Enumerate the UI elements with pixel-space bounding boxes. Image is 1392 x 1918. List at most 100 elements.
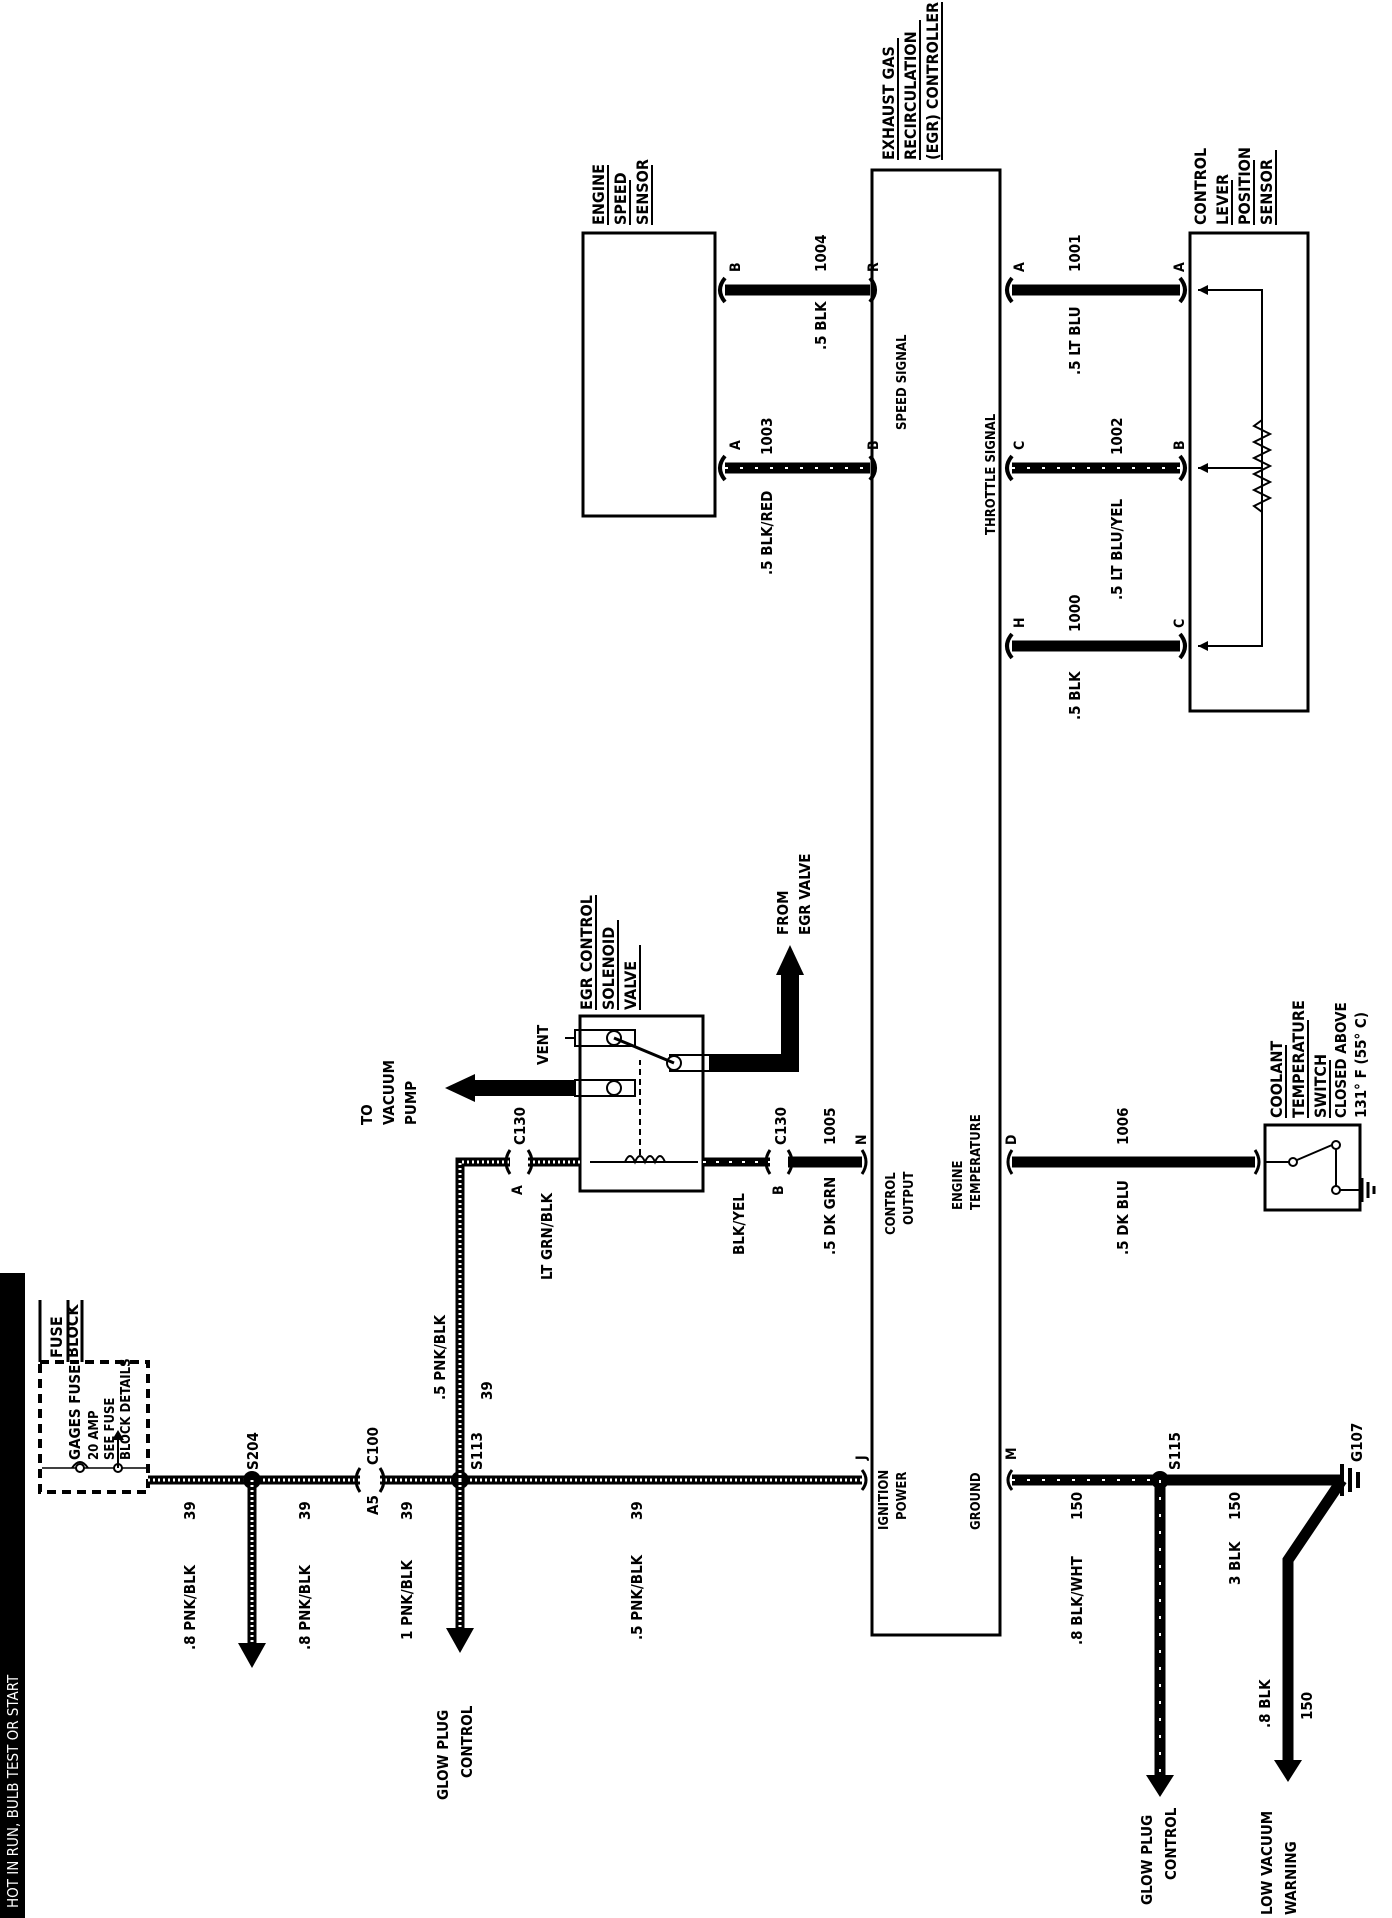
wire-code-1000: 1000 [1066,594,1084,632]
wire-label-5pnk-up: .5 PNK/BLK [431,1314,449,1400]
egr-controller-title-2: RECIRCULATION [901,31,920,160]
egr-controller-box [870,168,1002,1637]
wire-label-blk-1000: .5 BLK [1066,671,1084,720]
wire-code-39-e: 39 [478,1381,496,1400]
fuse-note-1: SEE FUSE [103,1398,118,1460]
wire-code-150-a: 150 [1068,1492,1086,1520]
ground-label: GROUND [969,1472,984,1530]
speed-sensor-title-2: SPEED [611,172,630,225]
coolant-switch-icon [1265,1140,1341,1195]
wire-code-39-c: 39 [398,1501,416,1520]
solenoid-coil-icon [590,1060,698,1165]
svg-text:C100: C100 [364,1427,382,1465]
low-vacuum-line1: LOW VACUUM [1258,1811,1276,1915]
controller-pin-h: H [1012,617,1028,628]
wire-code-150-c: 150 [1298,1692,1316,1720]
wire-code-1005: 1005 [821,1107,839,1145]
control-output-label-2: OUTPUT [902,1172,917,1225]
wire-1003 [718,454,877,482]
to-vacuum-pump-2: VACUUM [380,1060,398,1125]
c130-label-b: C130 [772,1107,790,1145]
wire-1005 [703,1149,868,1175]
wire-label-blk-yel: BLK/YEL [730,1193,748,1255]
egr-controller-title-3: (EGR) CONTROLLER [923,2,942,160]
splice-s204-label: S204 [244,1432,262,1470]
wire-label-lt-blu: .5 LT BLU [1066,306,1084,375]
egr-controller-title-1: EXHAUST GAS [879,46,898,160]
ground-icon-coolant [1340,1178,1376,1202]
wire-1002 [1005,454,1187,482]
wire-code-150-b: 150 [1226,1492,1244,1520]
c130-label-a: C130 [511,1107,529,1145]
wire-label-dk-grn: .5 DK GRN [821,1177,839,1255]
wire-code-39-d: 39 [628,1501,646,1520]
engine-speed-sensor-box [581,231,717,518]
lever-sensor-title-4: SENSOR [1257,159,1276,225]
wire-code-1004: 1004 [812,234,830,272]
branch-wire-glow-plug-1 [446,1480,474,1653]
lever-sensor-pin-a: A [1172,262,1188,272]
wire-label-08pnk-a: .8 PNK/BLK [181,1564,199,1650]
pin-j: J [854,1455,870,1461]
fuse-block: FUSE BLOCK GAGES FUSE 20 AMP SEE FUSE BL… [38,1300,150,1494]
to-vacuum-pump-3: PUMP [402,1081,420,1125]
coolant-title-1: COOLANT [1267,1041,1286,1118]
controller-pin-r: R [866,262,882,272]
ignition-power-label-2: POWER [895,1472,910,1520]
c130-pin-a: A [510,1185,526,1195]
lever-sensor-title-2: LEVER [1213,174,1232,225]
coolant-title-3: SWITCH [1311,1054,1330,1118]
coolant-note-2: 131° F (55° C) [1352,1012,1370,1118]
branch-wire-s204 [238,1480,266,1668]
connector-c130-a [504,1149,580,1175]
speed-sensor-pin-b: B [728,262,744,272]
glow-plug-control-2-line1: GLOW PLUG [1138,1815,1156,1905]
lever-sensor-box [1188,231,1310,713]
ground-g107-icon [1340,1464,1360,1496]
wire-label-5pnk-main: .5 PNK/BLK [628,1554,646,1640]
potentiometer-icon [1198,285,1273,651]
controller-pin-a: A [1012,262,1028,272]
speed-sensor-title-1: ENGINE [589,164,608,225]
wire-1004 [718,276,877,304]
wire-label-3blk: 3 BLK [1226,1541,1244,1585]
to-vacuum-pump-1: TO [358,1104,376,1125]
from-egr-valve-2: EGR VALVE [796,854,814,935]
wire-code-1006: 1006 [1114,1107,1132,1145]
wire-code-1003: 1003 [758,417,776,455]
vent-label: VENT [534,1024,552,1065]
solenoid-ports [574,1029,711,1097]
ground-g107-label: G107 [1348,1423,1366,1462]
fuse-block-title: FUSE [47,1316,66,1358]
power-banner-text: HOT IN RUN, BULB TEST OR START [4,1674,22,1908]
low-vacuum-line2: WARNING [1282,1841,1300,1915]
fuse-note-2: BLOCK DETAILS [119,1358,134,1460]
wire-to-egr-solenoid [455,1157,510,1480]
wire-label-1pnk: 1 PNK/BLK [398,1559,416,1640]
controller-pin-b: B [866,440,882,450]
wire-code-39-b: 39 [296,1501,314,1520]
wire-label-lt-blu-yel: .5 LT BLU/YEL [1108,499,1126,600]
solenoid-title-2: SOLENOID [599,927,618,1010]
lever-sensor-title-3: POSITION [1235,147,1254,225]
coolant-switch-box [1263,1123,1362,1212]
power-banner [0,1273,25,1918]
wire-label-blk-1004: .5 BLK [812,301,830,350]
glow-plug-control-1-line1: GLOW PLUG [434,1710,452,1800]
speed-signal-label: SPEED SIGNAL [895,334,910,430]
control-output-label-1: CONTROL [884,1172,899,1235]
from-egr-valve-1: FROM [774,890,792,935]
egr-solenoid-box [578,1014,705,1193]
controller-pin-c: C [1012,441,1028,450]
speed-sensor-title-3: SENSOR [633,159,652,225]
coolant-title-2: TEMPERATURE [1289,1000,1308,1118]
wire-1000 [1005,632,1187,660]
ground-wire-m [1006,1469,1342,1491]
throttle-signal-label: THROTTLE SIGNAL [984,413,999,535]
lever-sensor-title-1: CONTROL [1191,148,1210,225]
wire-code-39-a: 39 [181,1501,199,1520]
c130-pin-b: B [771,1185,787,1195]
wire-label-08blk: .8 BLK [1256,1679,1274,1728]
controller-pin-d: D [1004,1135,1020,1145]
lever-sensor-pin-b: B [1172,440,1188,450]
